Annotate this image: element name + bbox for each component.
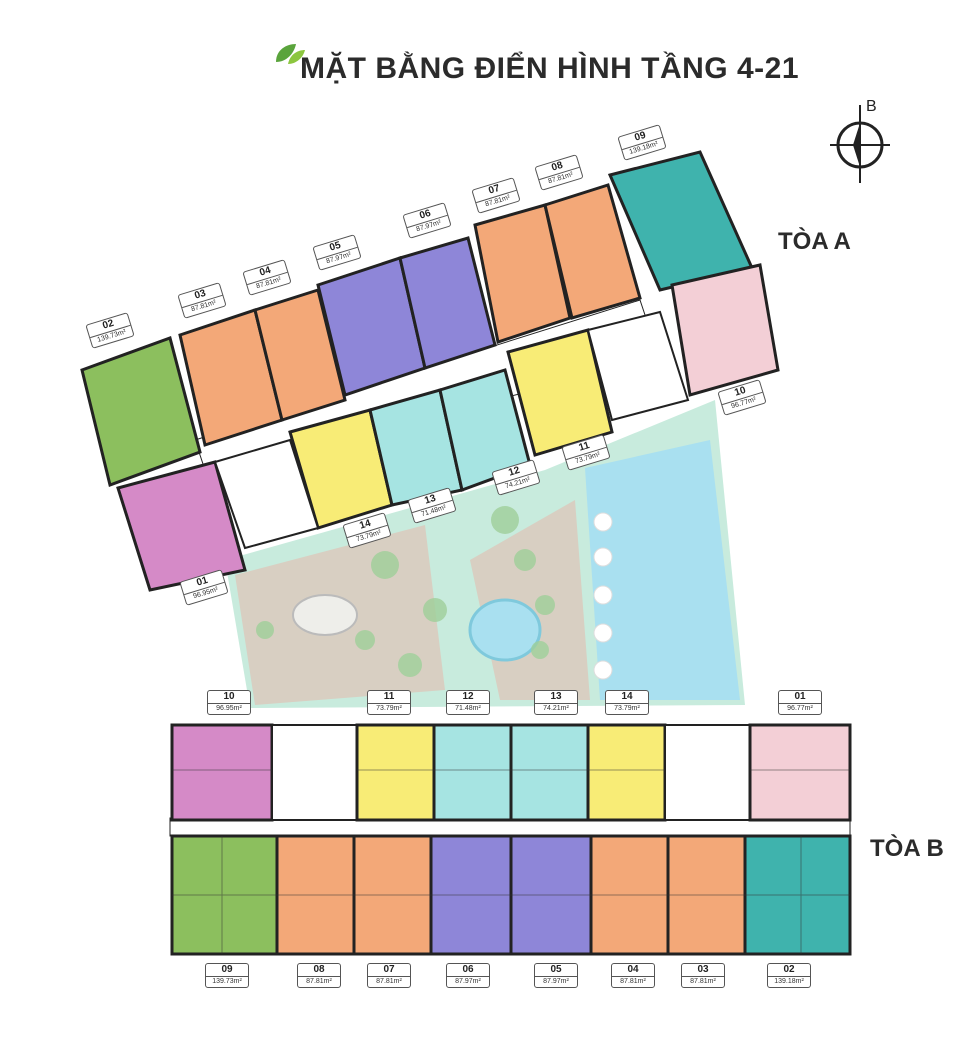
- unit-a-07: [473, 203, 572, 344]
- tower-b-core-west: [271, 724, 358, 821]
- unit-a-11: [506, 328, 614, 457]
- unit-a-10: [670, 263, 780, 397]
- trees: [256, 506, 555, 677]
- compass-label: B: [866, 98, 877, 115]
- round-pool: [468, 598, 542, 662]
- tower-a-label: TÒA A: [778, 228, 851, 255]
- courtyard: [225, 400, 745, 708]
- swimming-pool: [585, 440, 740, 700]
- tower-b-label: TÒA B: [870, 835, 944, 862]
- unit-b-11: [355, 723, 436, 822]
- unit-b-10: [170, 723, 274, 822]
- unit-a-04: [253, 288, 347, 422]
- tower-b-plan: [169, 723, 852, 956]
- oval-lawn: [292, 594, 358, 636]
- interior-walls: [172, 769, 850, 954]
- unit-b-12: [432, 723, 513, 822]
- unit-b-01: [748, 723, 852, 822]
- tower-b-core-east: [664, 724, 751, 821]
- unit-a-08: [543, 183, 642, 320]
- page-title: MẶT BẰNG ĐIỂN HÌNH TẦNG 4-21: [300, 52, 800, 85]
- unit-a-01: [116, 460, 247, 592]
- unit-b-13: [509, 723, 590, 822]
- tower-a-core-west: [213, 438, 320, 550]
- unit-a-06: [398, 236, 497, 370]
- leaf-icon: [276, 44, 305, 64]
- compass-icon: B: [830, 98, 890, 183]
- unit-a-02: [80, 336, 202, 487]
- tower-a-plan: [80, 150, 780, 592]
- unit-b-14: [586, 723, 667, 822]
- umbrellas: [593, 512, 613, 680]
- tower-a-core-east: [586, 310, 690, 422]
